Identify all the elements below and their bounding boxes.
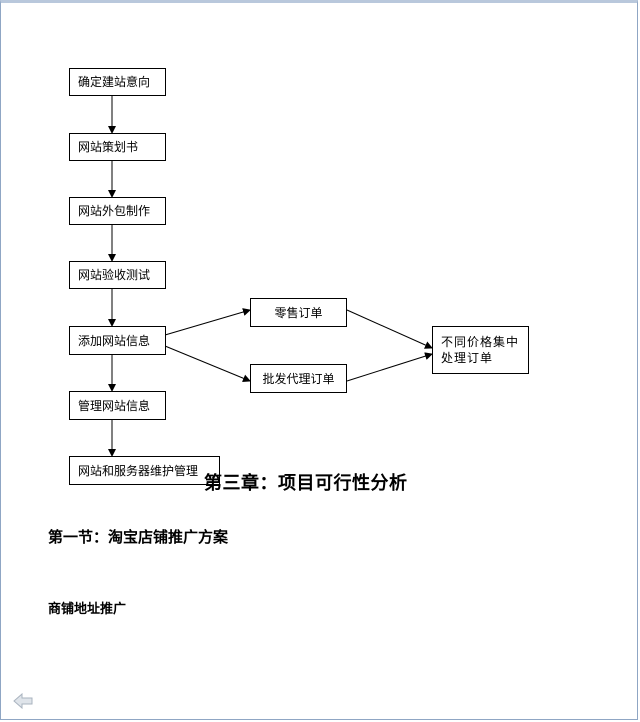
chapter-title: 第三章：项目可行性分析: [204, 473, 408, 494]
flow-merge-process-orders: 不同价格集中处理订单: [432, 326, 529, 374]
flow-merge-label: 不同价格集中处理订单: [441, 335, 520, 365]
flow-step-label: 确定建站意向: [78, 75, 151, 89]
flow-branch-retail: 零售订单: [250, 298, 347, 327]
flow-step-label: 网站外包制作: [78, 204, 151, 218]
flow-step-label: 网站策划书: [78, 140, 139, 154]
arrow-retail-merge: [346, 309, 433, 349]
flow-branch-wholesale: 批发代理订单: [250, 364, 347, 393]
flow-step-label: 网站和服务器维护管理: [78, 463, 199, 478]
arrow-step5-wholesale: [164, 345, 251, 383]
flow-step-outsourcing: 网站外包制作: [69, 197, 166, 225]
flow-step-label: 管理网站信息: [78, 398, 151, 413]
back-arrow-icon[interactable]: [13, 693, 33, 709]
flow-step-planning-doc: 网站策划书: [69, 133, 166, 161]
flow-step-acceptance-test: 网站验收测试: [69, 261, 166, 289]
flow-branch-label: 批发代理订单: [262, 371, 335, 386]
arrow-step5-retail: [164, 308, 251, 336]
flow-step-maintenance: 网站和服务器维护管理: [69, 456, 220, 485]
flow-step-label: 添加网站信息: [78, 333, 151, 348]
flow-step-label: 网站验收测试: [78, 268, 151, 282]
flow-branch-label: 零售订单: [274, 305, 323, 320]
flow-step-confirm-intent: 确定建站意向: [69, 68, 166, 96]
arrow-wholesale-merge: [346, 352, 433, 382]
flow-step-add-info: 添加网站信息: [69, 326, 166, 355]
flow-step-manage-info: 管理网站信息: [69, 391, 166, 420]
subheading: 商铺地址推广: [48, 602, 127, 617]
section-title: 第一节：淘宝店铺推广方案: [48, 528, 229, 546]
